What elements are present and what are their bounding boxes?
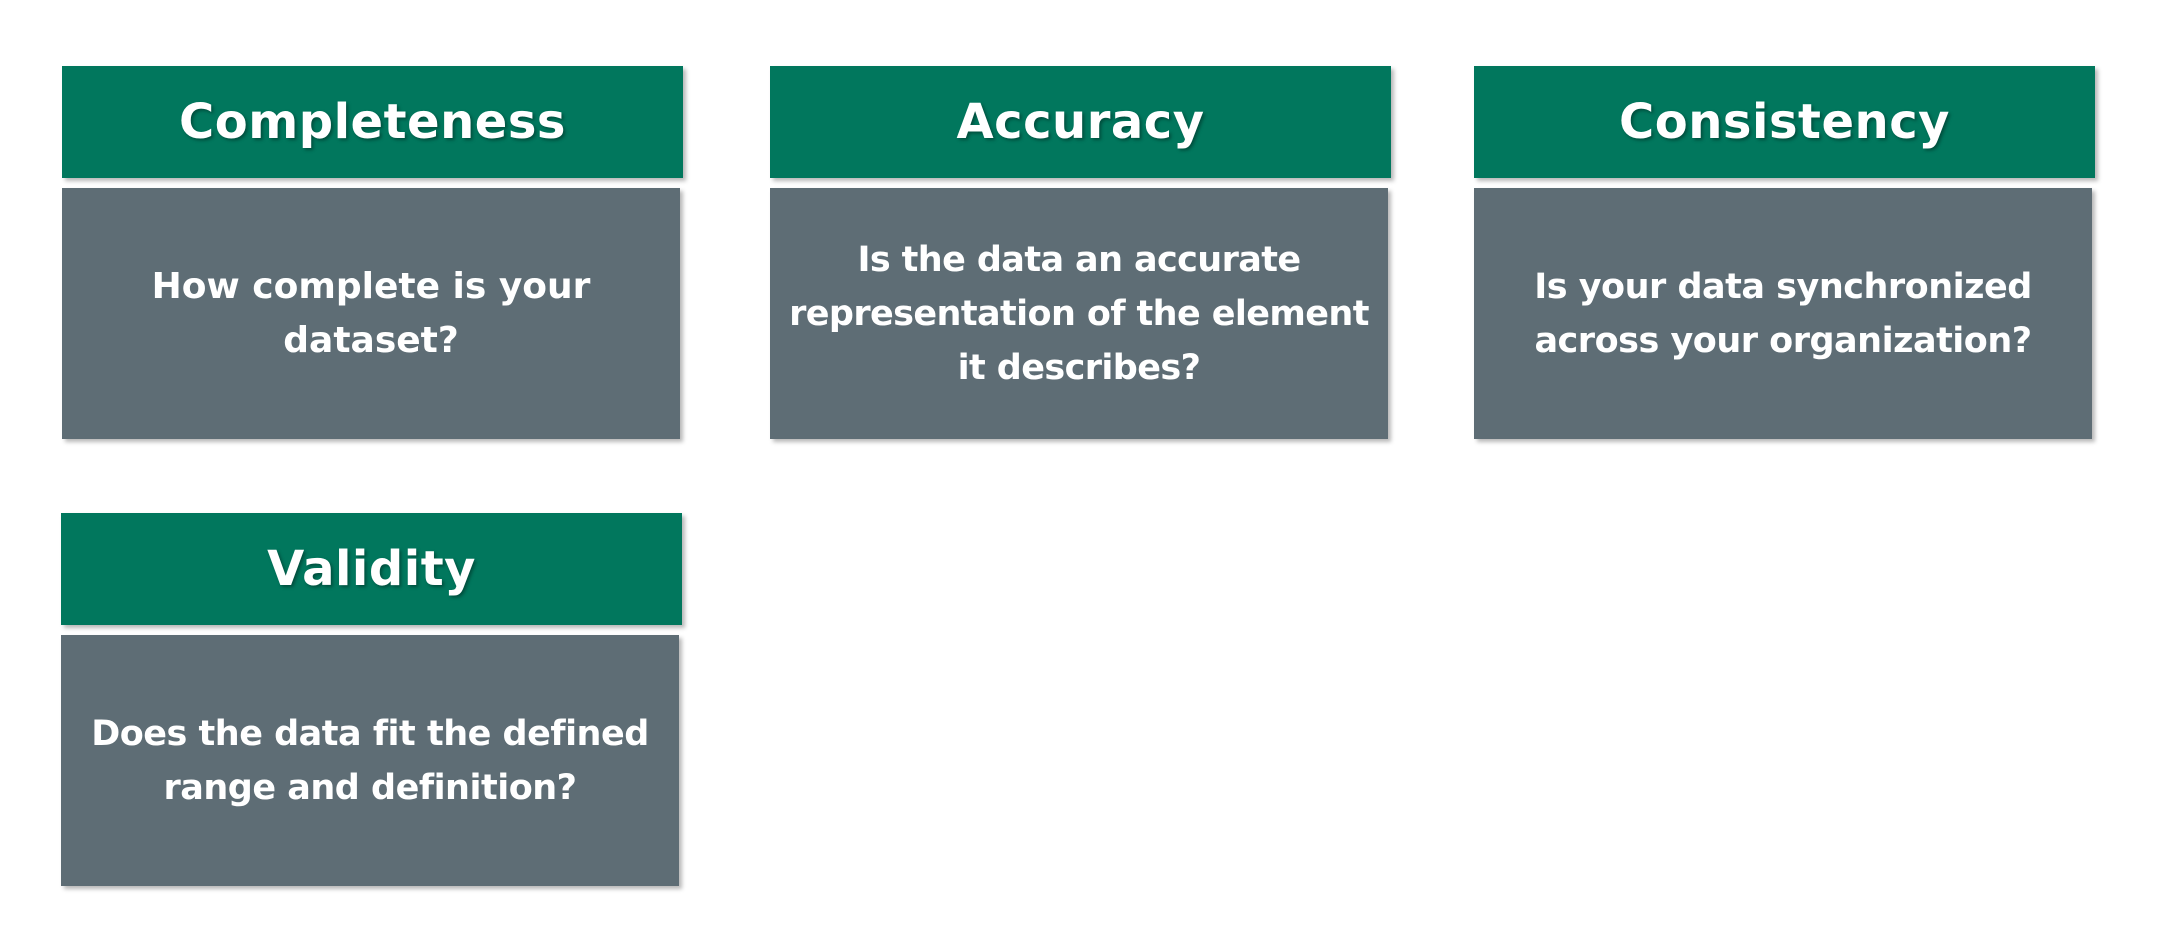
card-consistency-question: Is your data synchronized across your or… [1534,266,2032,361]
card-accuracy-title: Accuracy [956,94,1205,150]
card-validity-title: Validity [267,541,476,597]
card-accuracy-body: Is the data an accurate representation o… [770,188,1388,439]
card-completeness-title: Completeness [179,94,566,150]
card-validity-body: Does the data fit the defined range and … [61,635,679,886]
card-consistency-header: Consistency [1474,66,2095,178]
card-consistency-title: Consistency [1619,94,1950,150]
card-validity-question: Does the data fit the defined range and … [91,713,649,808]
card-completeness-header: Completeness [62,66,683,178]
card-accuracy-question: Is the data an accurate representation o… [789,239,1369,388]
card-consistency-body: Is your data synchronized across your or… [1474,188,2092,439]
card-validity-header: Validity [61,513,682,625]
card-completeness-question: How complete is your dataset? [151,265,591,361]
card-completeness-body: How complete is your dataset? [62,188,680,439]
card-accuracy-header: Accuracy [770,66,1391,178]
